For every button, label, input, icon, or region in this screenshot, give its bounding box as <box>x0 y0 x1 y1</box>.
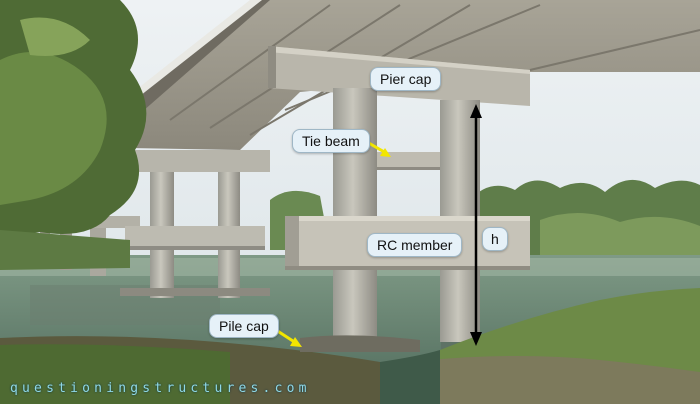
watermark: questioningstructures.com <box>10 381 311 396</box>
yellow-arrow-icon <box>275 328 302 347</box>
rc-member-label: RC member <box>367 233 463 257</box>
yellow-arrow-icon <box>366 140 391 157</box>
height-label: h <box>482 227 508 251</box>
pile-cap-label: Pile cap <box>209 314 279 338</box>
tie-beam-label: Tie beam <box>292 129 370 153</box>
double-headed-arrow-icon <box>470 104 482 346</box>
pier-cap-label: Pier cap <box>370 67 442 91</box>
